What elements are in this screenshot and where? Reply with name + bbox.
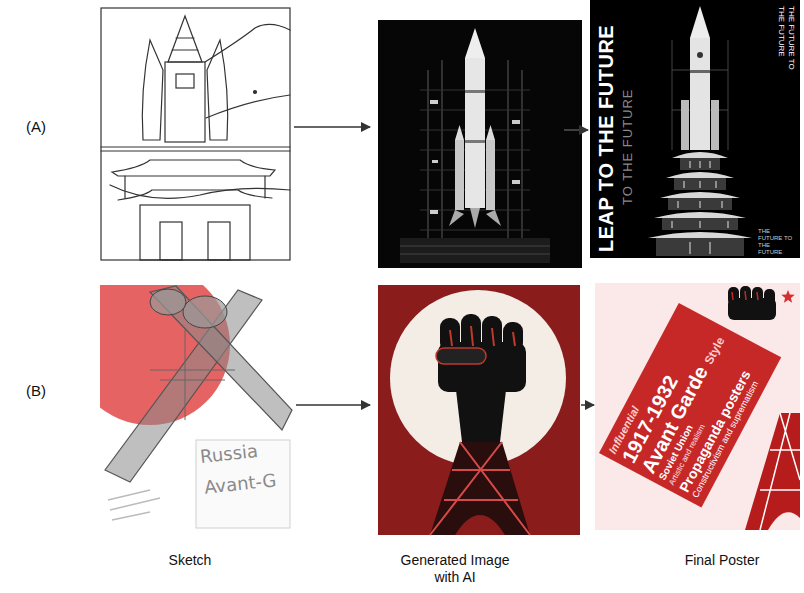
final-poster-b-art-part bbox=[745, 413, 800, 530]
sketch-rocket-pagoda-part bbox=[168, 16, 202, 62]
sketch-rocket-pagoda-part bbox=[125, 176, 265, 198]
sketch-rocket-pagoda-part bbox=[101, 147, 290, 151]
sketch-rocket-pagoda-part bbox=[160, 222, 182, 260]
sketch-rocket-pagoda-part bbox=[101, 8, 290, 260]
final-poster-a-art-part bbox=[690, 70, 710, 73]
final-poster-a-art-part bbox=[711, 100, 719, 150]
sketch-rocket-pagoda-part bbox=[118, 190, 272, 200]
generated-rocket-image-part bbox=[455, 125, 495, 140]
sketch-rocket-pagoda bbox=[101, 8, 290, 260]
sketch-rocket-pagoda-part bbox=[140, 205, 250, 260]
final-poster-b-art-part bbox=[768, 512, 800, 530]
final-poster-a-art-part bbox=[690, 38, 710, 150]
row-label: (A) bbox=[26, 118, 46, 135]
generated-rocket-image-part bbox=[465, 90, 485, 93]
generated-rocket-image bbox=[378, 20, 582, 268]
sketch-handwriting: Avant-G bbox=[203, 469, 277, 497]
poster-tag: Style bbox=[702, 335, 728, 367]
generated-fist-image bbox=[378, 285, 580, 535]
column-caption: Final Poster bbox=[657, 552, 787, 569]
generated-rocket-image-part bbox=[465, 58, 485, 208]
final-poster-a-art bbox=[590, 0, 800, 258]
column-caption: Generated Image with AI bbox=[390, 552, 520, 586]
generated-rocket-image-part bbox=[465, 28, 485, 58]
generated-fist-image-part bbox=[436, 348, 486, 364]
final-poster: Avant GardeStyleInfluential1917-1932Sovi… bbox=[595, 283, 800, 530]
generated-fist-image-part bbox=[455, 515, 505, 535]
poster-title: LEAP TO THE FUTURE bbox=[594, 25, 618, 252]
final-poster-a-art-part bbox=[690, 6, 710, 38]
final-poster-a-art-part bbox=[666, 172, 734, 178]
sketch-rocket-pagoda-part bbox=[110, 185, 290, 198]
final-poster-a-art-part bbox=[654, 212, 746, 218]
sketch-fist-tower-part bbox=[108, 490, 160, 520]
final-poster-b-art bbox=[595, 283, 800, 530]
final-poster-b-art-part bbox=[760, 413, 800, 530]
flow-arrows bbox=[294, 127, 594, 405]
generated-rocket-image-part bbox=[486, 140, 495, 210]
generated-rocket-image-part bbox=[455, 140, 464, 210]
row-label: (B) bbox=[26, 382, 46, 399]
poster-footer-text: THE FUTURE TO THE FUTURE bbox=[758, 228, 794, 256]
flow-arrows-part bbox=[296, 404, 370, 406]
sketch-rocket-pagoda-part bbox=[208, 222, 230, 260]
generated-fist-image-part bbox=[390, 290, 566, 466]
final-poster-a-art-part bbox=[656, 238, 744, 256]
sketch-rocket-pagoda-part bbox=[112, 160, 275, 176]
generated-rocket-image-part bbox=[400, 246, 550, 254]
sketch-fist-tower bbox=[70, 265, 292, 530]
sketch-rocket-pagoda-part bbox=[165, 62, 205, 142]
flow-arrows-part bbox=[564, 129, 588, 131]
generated-rocket-image-part bbox=[400, 238, 550, 263]
sketch-panel: RussiaAvant-G bbox=[100, 285, 292, 530]
sketch-fist-tower-part bbox=[150, 289, 186, 315]
sketch-rocket-pagoda-part bbox=[205, 24, 290, 62]
final-poster-b-art-part bbox=[595, 283, 800, 530]
final-poster-b-art-part bbox=[728, 298, 776, 320]
column-caption: Sketch bbox=[130, 552, 250, 569]
generated-fist-image-part bbox=[456, 390, 506, 442]
final-poster-a-art-part bbox=[660, 192, 740, 198]
sketch-fist-tower-part bbox=[150, 286, 292, 430]
sketch-fist-tower-part bbox=[183, 296, 227, 328]
sketch-rocket-pagoda-part bbox=[207, 40, 228, 140]
generated-rocket-image-part bbox=[449, 208, 501, 228]
sketch-fist-tower-part bbox=[150, 330, 235, 420]
final-poster: LEAP TO THE FUTURETO THE FUTURE THE FUTUR… bbox=[590, 0, 800, 258]
sketch-handwriting: Russia bbox=[199, 440, 259, 467]
final-poster-a-art-part bbox=[590, 0, 800, 258]
poster-text-band: Avant GardeStyleInfluential1917-1932Sovi… bbox=[599, 303, 781, 508]
sketch-rocket-pagoda-part bbox=[206, 95, 290, 118]
generated-rocket-image-part bbox=[512, 180, 520, 184]
final-poster-a-art-part bbox=[697, 52, 703, 58]
generated-rocket-image-part bbox=[432, 160, 438, 163]
generated-rocket-image-part bbox=[512, 120, 520, 124]
generated-fist-image-part bbox=[450, 326, 515, 346]
poster-ghost-title: TO THE FUTURE bbox=[620, 88, 636, 205]
generated-rocket-image-part bbox=[430, 100, 438, 104]
final-poster-a-art-part bbox=[672, 152, 728, 158]
sketch-rocket-pagoda-part bbox=[142, 40, 163, 140]
generated-fist-image-part bbox=[378, 285, 580, 535]
generated-rocket-image-part bbox=[430, 210, 438, 214]
sketch-rocket-pagoda-part bbox=[172, 38, 198, 50]
sketch-rocket-pagoda-part bbox=[254, 91, 257, 94]
flow-arrows-part bbox=[581, 404, 594, 406]
generated-rocket-image-part bbox=[378, 20, 582, 268]
final-poster-a-art-part bbox=[681, 100, 689, 150]
final-poster-a-art-part bbox=[672, 161, 728, 254]
sketch-fist-tower-part bbox=[196, 440, 290, 528]
generated-rocket-image-part bbox=[465, 140, 485, 143]
poster-side-text: THE FUTURE TO THE FUTURE bbox=[776, 6, 796, 70]
final-poster-b-art-part bbox=[732, 291, 758, 300]
generated-fist-image-part bbox=[430, 442, 530, 535]
final-poster-b-art-part bbox=[781, 290, 794, 303]
sketch-rocket-pagoda-part bbox=[176, 74, 194, 88]
flow-arrows-part bbox=[294, 126, 370, 128]
generated-fist-image-part bbox=[430, 442, 530, 535]
final-poster-a-art-part bbox=[648, 232, 752, 238]
